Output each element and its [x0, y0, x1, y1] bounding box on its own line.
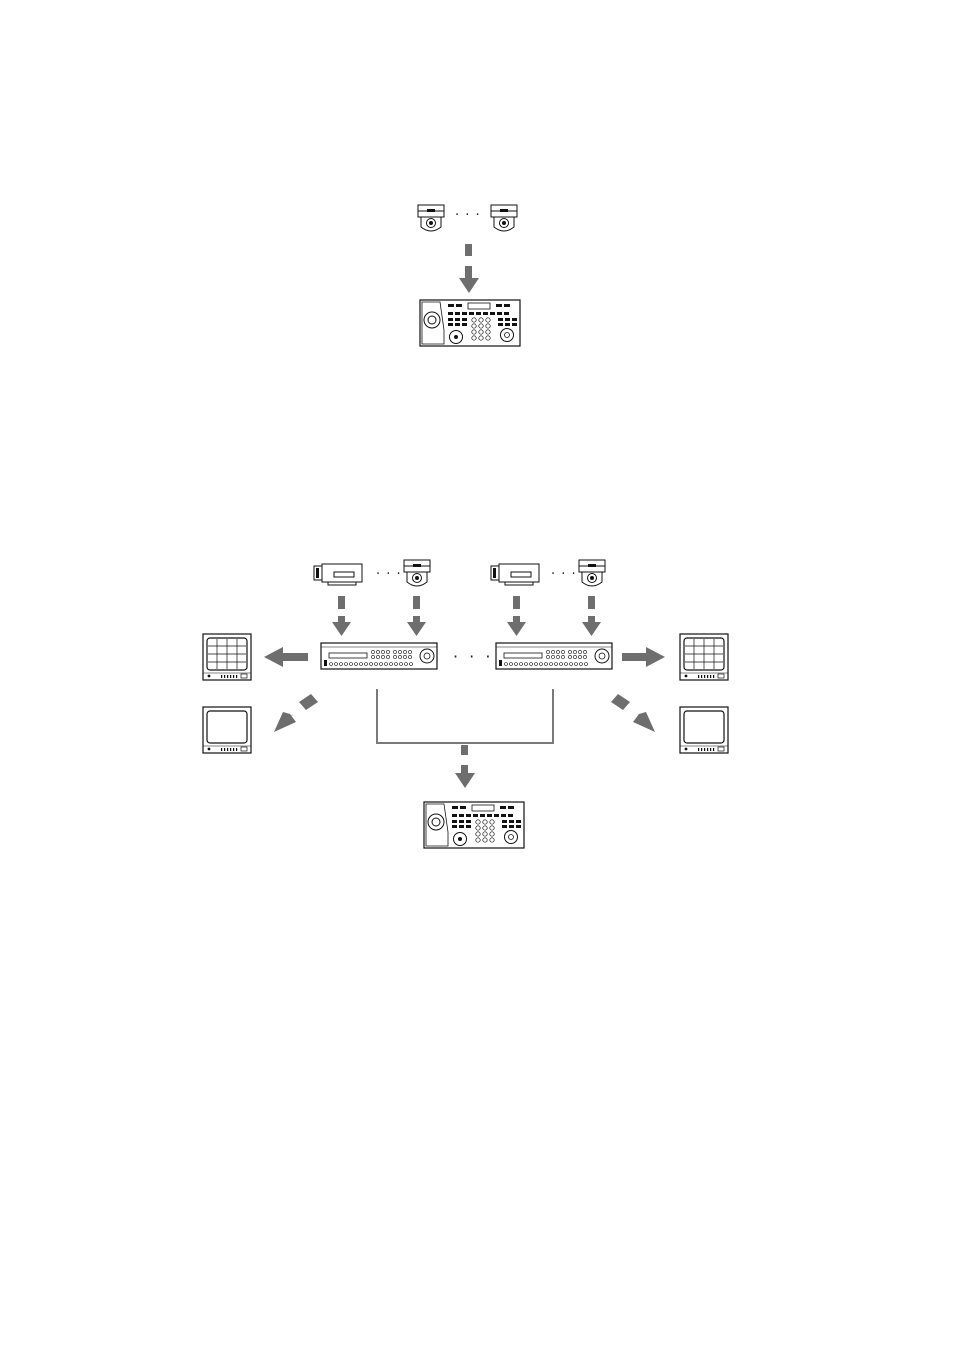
connection-line	[376, 689, 554, 744]
box-camera-icon	[490, 563, 540, 586]
arrow-left-icon	[264, 647, 308, 667]
dome-camera-icon	[490, 204, 518, 232]
arrow-right-icon	[622, 647, 665, 667]
multi-screen-monitor-icon	[679, 633, 729, 681]
arrow-down-icon	[507, 596, 526, 636]
monitor-icon	[679, 706, 729, 754]
controller-keyboard-icon	[419, 299, 521, 347]
arrow-down-left-icon	[274, 694, 318, 732]
multi-screen-monitor-icon	[202, 633, 252, 681]
ellipsis: · · ·	[453, 647, 493, 666]
box-camera-icon	[313, 563, 363, 586]
arrow-down-right-icon	[611, 694, 655, 732]
recorder-icon	[320, 642, 438, 670]
dome-camera-icon	[417, 204, 445, 232]
arrow-down-icon	[332, 596, 351, 636]
controller-keyboard-icon	[423, 801, 525, 849]
arrow-down-icon	[455, 745, 475, 788]
monitor-icon	[202, 706, 252, 754]
recorder-icon	[495, 642, 613, 670]
arrow-down-icon	[582, 596, 601, 636]
dome-camera-icon	[578, 559, 606, 587]
diagram-1: · · ·	[417, 204, 521, 347]
diagram-2: · · · · · · · · ·	[202, 559, 729, 849]
dome-camera-icon	[403, 559, 431, 587]
ellipsis: · · ·	[551, 567, 577, 582]
arrow-down-icon	[407, 596, 426, 636]
arrow-down-icon	[459, 244, 479, 293]
ellipsis: · · ·	[455, 208, 481, 223]
ellipsis: · · ·	[376, 567, 402, 582]
